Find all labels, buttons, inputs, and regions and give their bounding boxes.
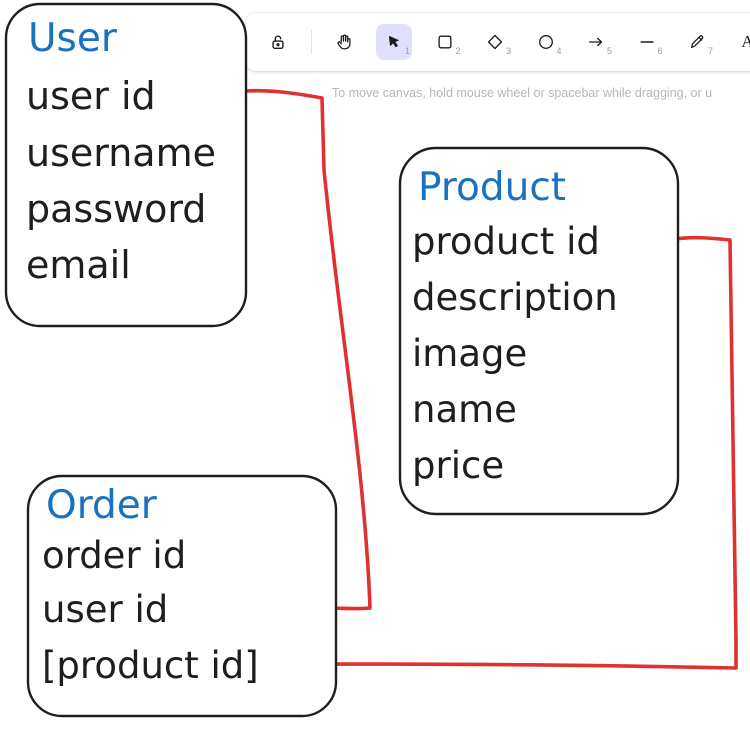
entity-order[interactable] xyxy=(26,474,338,718)
entity-user-title: User xyxy=(28,16,118,61)
ellipse-tool-button[interactable]: 4 xyxy=(528,24,564,60)
ellipse-icon xyxy=(537,33,555,51)
entity-product[interactable] xyxy=(398,146,680,516)
diamond-tool-button[interactable]: 3 xyxy=(477,24,513,60)
shortcut-key: 2 xyxy=(455,46,461,56)
entity-product-field: image xyxy=(412,332,527,375)
pencil-tool-button[interactable]: 7 xyxy=(679,24,715,60)
text-tool-button[interactable]: A xyxy=(730,24,750,60)
lock-icon xyxy=(269,33,287,51)
shortcut-key: 6 xyxy=(657,46,663,56)
arrow-tool-button[interactable]: 5 xyxy=(578,24,614,60)
entity-product-field: description xyxy=(412,276,618,319)
entity-order-title: Order xyxy=(46,483,158,528)
shortcut-key: 1 xyxy=(404,46,410,56)
shortcut-key: 7 xyxy=(707,46,713,56)
entity-order-field: [product id] xyxy=(42,644,259,687)
line-tool-button[interactable]: 6 xyxy=(629,24,665,60)
entity-user-field: user id xyxy=(26,74,156,118)
entity-product-title: Product xyxy=(418,165,566,210)
entity-product-field: product id xyxy=(412,220,600,263)
pointer-icon xyxy=(385,33,403,51)
shortcut-key: 3 xyxy=(505,46,511,56)
lock-button[interactable] xyxy=(260,24,296,60)
rectangle-icon xyxy=(436,33,454,51)
toolbar-divider xyxy=(310,30,312,54)
selection-tool-button[interactable]: 1 xyxy=(376,24,412,60)
text-icon: A xyxy=(741,32,750,51)
rectangle-tool-button[interactable]: 2 xyxy=(427,24,463,60)
arrow-icon xyxy=(587,33,605,51)
entity-order-field: order id xyxy=(42,534,186,577)
canvas-hint: To move canvas, hold mouse wheel or spac… xyxy=(332,86,713,100)
entity-order-field: user id xyxy=(42,588,168,631)
entity-user-field: email xyxy=(26,243,131,287)
entity-product-field: name xyxy=(412,388,517,431)
shortcut-key: 4 xyxy=(556,46,562,56)
entity-user[interactable] xyxy=(4,2,248,328)
entity-user-field: password xyxy=(26,187,206,231)
entity-product-field: price xyxy=(412,444,504,487)
toolbar: 1 2 3 4 5 xyxy=(246,13,750,71)
shortcut-key: 5 xyxy=(606,46,612,56)
line-icon xyxy=(638,33,656,51)
entity-user-field: username xyxy=(26,131,216,175)
diamond-icon xyxy=(486,33,504,51)
hand-icon xyxy=(335,33,353,51)
pencil-icon xyxy=(688,33,706,51)
hand-tool-button[interactable] xyxy=(326,24,362,60)
